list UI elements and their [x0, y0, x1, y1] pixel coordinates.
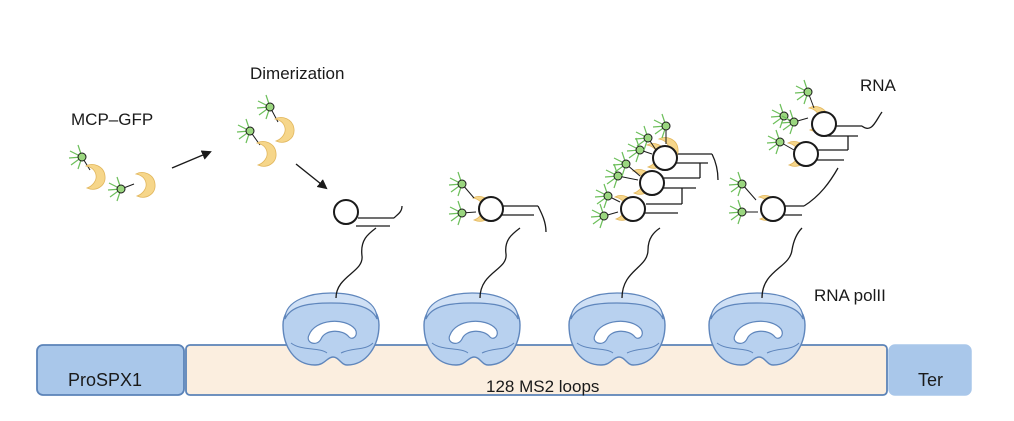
mcp-gfp-label: MCP–GFP [71, 110, 154, 129]
ms2-hairpin-icon [478, 196, 504, 222]
terminator-box [888, 344, 972, 396]
terminator-label: Ter [918, 370, 944, 390]
rna-polymerase-icon [568, 292, 666, 366]
rna-polymerase-icon [282, 292, 380, 366]
mcp-gfp-monomer-icon [68, 144, 106, 190]
rna-polymerase-icon [708, 292, 806, 366]
arrow-icon [171, 150, 212, 169]
ms2-hairpin-icon [652, 145, 678, 171]
ms2-hairpin-icon [639, 170, 665, 196]
rna-polii-label: RNA polII [814, 286, 886, 305]
arrow-icon [295, 163, 328, 190]
ms2-hairpin-icon [620, 196, 646, 222]
ms2-hairpin-icon [333, 199, 359, 225]
transcription-unit-3 [568, 113, 719, 366]
transcription-unit-4 [708, 79, 883, 366]
dimerization-label: Dimerization [250, 64, 345, 83]
ms2-hairpin-icon [793, 141, 819, 167]
rna-polymerase-icon [423, 292, 521, 366]
ms2-loops-label: 128 MS2 loops [486, 377, 600, 396]
ms2-hairpin-icon [811, 111, 837, 137]
mcp-gfp-monomer-icon [107, 172, 156, 202]
promoter-label: ProSPX1 [68, 370, 143, 390]
mcp-gfp-dimer-icon [236, 94, 295, 167]
rna-label: RNA [860, 76, 896, 95]
ms2-hairpin-icon [760, 196, 786, 222]
transcription-unit-2 [423, 171, 547, 366]
transcription-unit-1 [282, 199, 403, 366]
promoter-box [36, 344, 185, 396]
